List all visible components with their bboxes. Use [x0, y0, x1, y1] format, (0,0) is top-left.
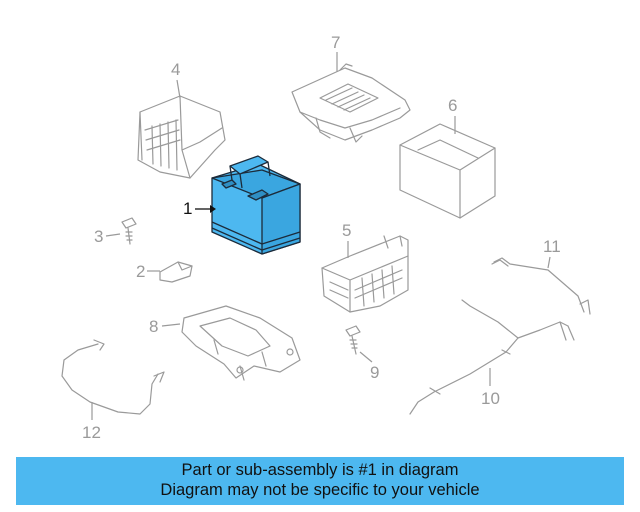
part-1-battery[interactable]: [211, 155, 301, 255]
part-3-bolt[interactable]: [121, 217, 137, 245]
parts-diagram: 7 4 6 1: [61, 33, 591, 442]
part-2-clamp[interactable]: [159, 261, 193, 283]
callout-10: 10: [481, 368, 500, 408]
part-12-battery-cable[interactable]: [61, 339, 165, 415]
callout-5-label: 5: [342, 221, 351, 240]
callout-4-label: 4: [171, 60, 180, 79]
callout-7-label: 7: [331, 33, 340, 52]
callout-5: 5: [342, 221, 351, 258]
part-5-battery-tray[interactable]: [321, 235, 409, 313]
callout-7: 7: [331, 33, 340, 72]
callout-12: 12: [82, 402, 101, 442]
part-7-engine-cover[interactable]: [291, 63, 411, 143]
callout-6: 6: [448, 96, 457, 134]
callout-12-label: 12: [82, 423, 101, 442]
callout-2: 2: [136, 262, 160, 281]
callout-2-label: 2: [136, 262, 145, 281]
banner-line-2: Diagram may not be specific to your vehi…: [160, 481, 480, 499]
callout-11: 11: [543, 237, 561, 269]
callout-11-label: 11: [543, 237, 561, 256]
part-6-battery-cover[interactable]: [399, 123, 496, 219]
part-10-wiring-harness[interactable]: [409, 299, 575, 415]
part-4-battery-shield[interactable]: [137, 95, 226, 179]
callout-4: 4: [171, 60, 181, 99]
callout-8: 8: [149, 317, 181, 336]
callout-3: 3: [94, 227, 121, 246]
callout-1-label: 1: [183, 199, 192, 218]
callout-8-label: 8: [149, 317, 158, 336]
info-banner: Part or sub-assembly is #1 in diagram Di…: [16, 457, 624, 505]
callout-10-label: 10: [481, 389, 500, 408]
part-8-base-plate[interactable]: [181, 305, 301, 381]
callout-3-label: 3: [94, 227, 103, 246]
part-9-bolt[interactable]: [345, 325, 361, 355]
part-11-cable[interactable]: [491, 257, 591, 315]
callout-6-label: 6: [448, 96, 457, 115]
callout-9: 9: [359, 351, 379, 382]
callout-9-label: 9: [370, 363, 379, 382]
callout-1: 1: [183, 199, 216, 218]
banner-line-1: Part or sub-assembly is #1 in diagram: [181, 461, 459, 479]
